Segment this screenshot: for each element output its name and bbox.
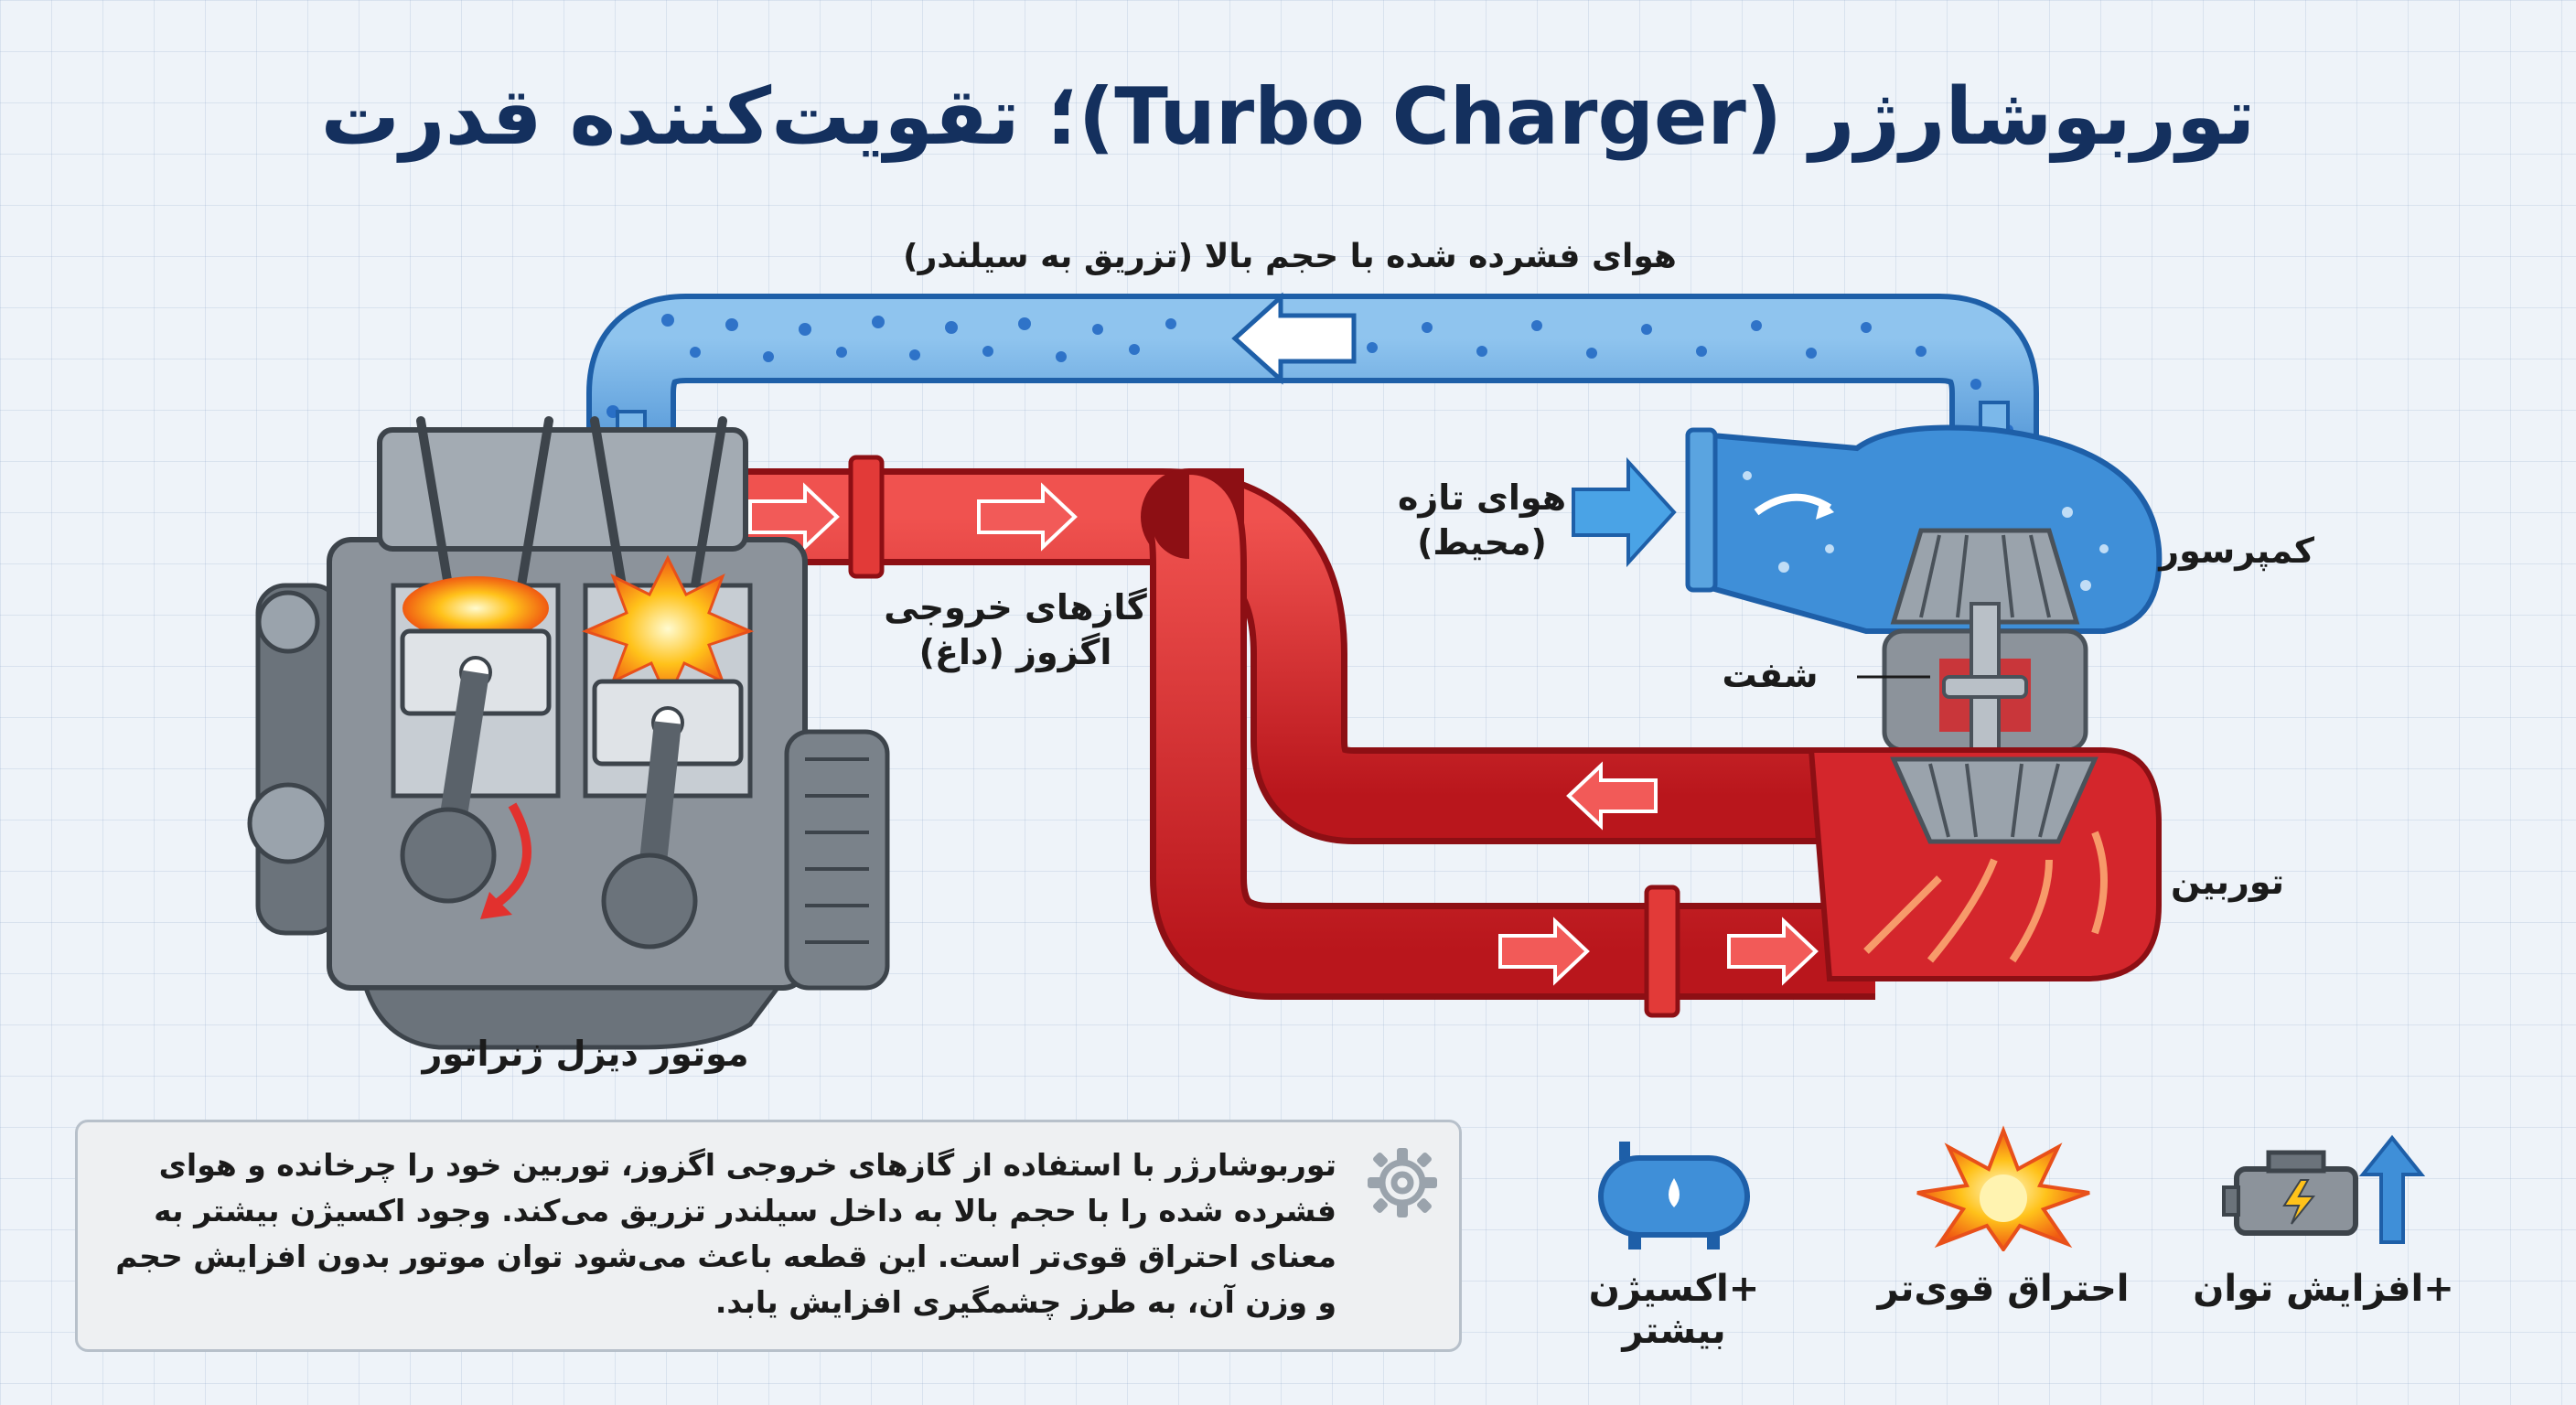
- feature-combustion: احتراق قوی‌تر: [1866, 1125, 2141, 1310]
- compressor-wheel: [1890, 528, 2080, 625]
- label-exhaust: گازهای خروجی اگزوز (داغ): [884, 587, 1147, 673]
- label-turbine: توربین: [2171, 862, 2284, 902]
- label-compressed-air: هوای فشرده شده با حجم بالا (تزریق به سیل…: [903, 238, 1677, 275]
- feature-oxygen-label: +اکسیژن بیشتر: [1588, 1268, 1760, 1352]
- label-engine: موتور دیزل ژنراتور: [422, 1034, 749, 1074]
- feature-oxygen: +اکسیژن بیشتر: [1537, 1132, 1811, 1352]
- engine-power-icon: [2222, 1134, 2426, 1244]
- gear-icon: [1368, 1148, 1437, 1217]
- diesel-engine: [247, 416, 890, 1050]
- generator: [784, 729, 890, 991]
- feature-power-label: +افزایش توان: [2193, 1268, 2454, 1310]
- label-fresh-air: هوای تازه (محیط): [1397, 477, 1567, 563]
- feature-power: +افزایش توان: [2177, 1132, 2470, 1310]
- pipe-flange: [1644, 885, 1680, 1018]
- page-title: توربوشارژر (Turbo Charger)؛ تقویت‌کننده …: [320, 71, 2256, 163]
- label-shaft: شفت: [1722, 655, 1819, 695]
- feature-combustion-label: احتراق قوی‌تر: [1877, 1268, 2130, 1310]
- explosion-icon: [1916, 1125, 2090, 1253]
- turbocharger: [1685, 424, 2163, 981]
- pipe-flange: [848, 455, 885, 579]
- oxygen-tank-icon: [1598, 1142, 1750, 1249]
- flow-arrow-left: [1231, 292, 1357, 385]
- engine-head: [377, 427, 748, 552]
- description-text: توربوشارژر با استفاده از گازهای خروجی اگ…: [115, 1147, 1336, 1320]
- turbine-wheel: [1890, 756, 2098, 844]
- description-box: توربوشارژر با استفاده از گازهای خروجی اگ…: [75, 1120, 1462, 1352]
- fresh-air-arrow: [1572, 456, 1677, 568]
- label-compressor: کمپرسور: [2159, 531, 2314, 571]
